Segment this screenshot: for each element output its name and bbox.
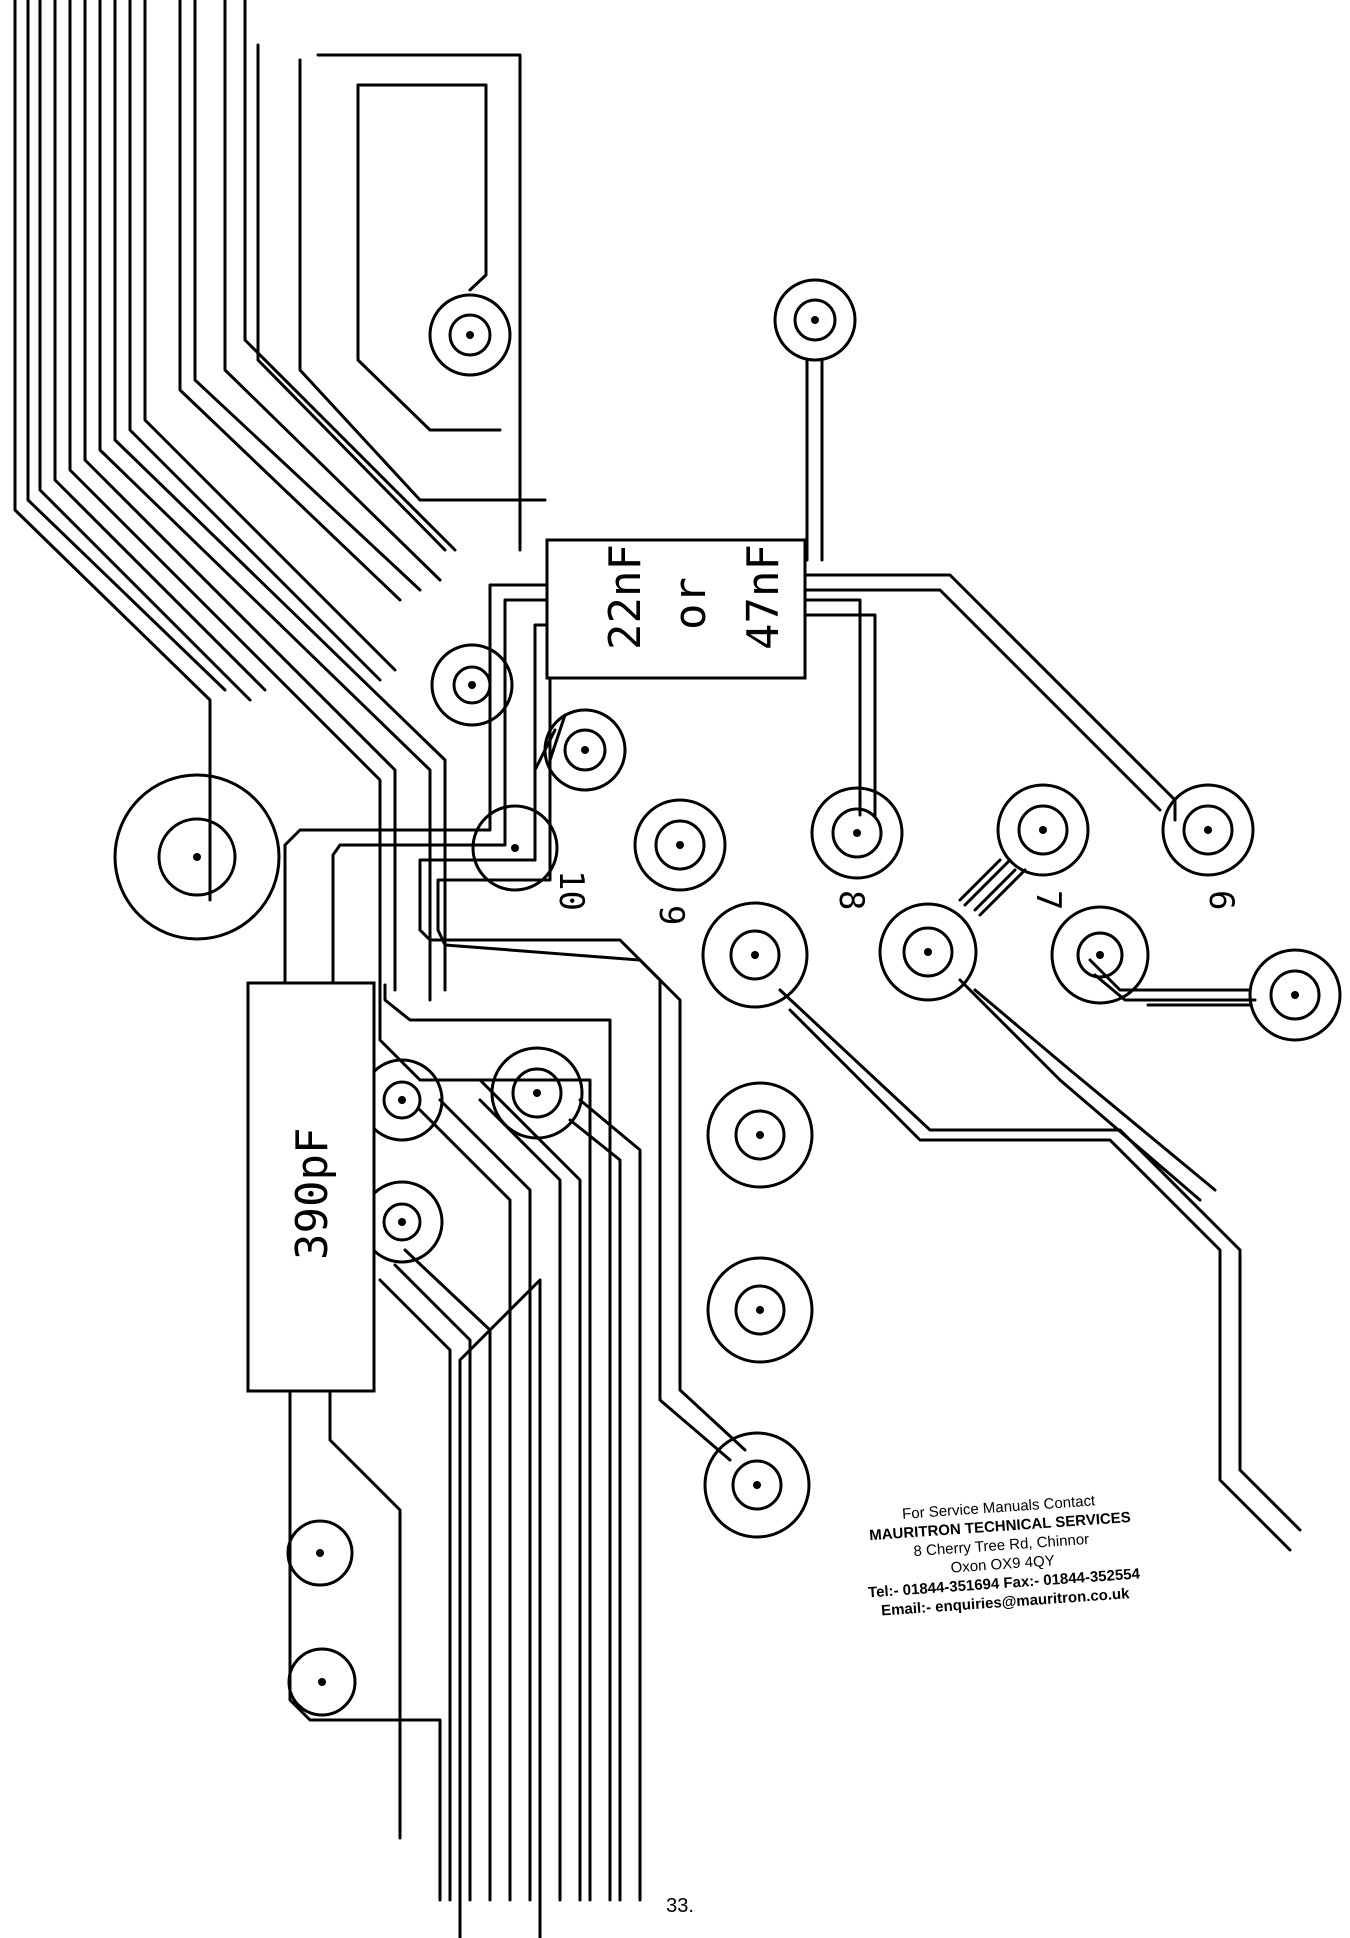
page-number: 33. <box>666 1895 694 1917</box>
pad-pin-10 <box>471 804 559 892</box>
track-cap-connections <box>283 583 567 987</box>
track-right-diagonal <box>778 798 1302 1552</box>
track-lower-bundle <box>288 928 747 1938</box>
track-right-upper <box>798 358 1177 817</box>
cap-top-label-1: 22nF <box>600 544 651 650</box>
pad-pin-8 <box>810 786 904 880</box>
pad-top-right <box>773 278 857 362</box>
pad-bottom-left-a <box>286 1519 354 1587</box>
pad-near-10 <box>543 708 627 792</box>
pad-lower-f <box>703 1431 811 1539</box>
cap-top-label-2: or <box>665 577 716 630</box>
pin-label-6: 6 <box>1201 890 1241 910</box>
pad-lower-e <box>706 1256 814 1364</box>
pad-left-mid <box>430 643 514 727</box>
pad-pin-7-upper <box>996 783 1090 877</box>
pin-label-8: 8 <box>831 890 871 910</box>
capacitor-22nf-47nf: 22nF or 47nF <box>545 538 807 680</box>
pin-label-7: 7 <box>1028 890 1068 910</box>
pad-lower-b <box>490 1046 584 1140</box>
service-contact-stamp: For Service Manuals Contact MAURITRON TE… <box>848 1488 1155 1623</box>
track-loop-top <box>298 53 547 552</box>
pad-pin-6 <box>1161 783 1255 877</box>
pin-label-10: 10 <box>551 870 591 911</box>
cap-bottom-label: 390pF <box>287 1128 338 1260</box>
pad-lower-d <box>706 1081 814 1189</box>
track-bundle-left <box>13 0 457 1002</box>
link-pin-7-b <box>978 868 1027 917</box>
pad-right-mid <box>1050 905 1150 1005</box>
pad-bottom-left-b <box>287 1647 357 1717</box>
cap-top-label-3: 47nF <box>738 544 789 650</box>
pad-pin-7-lower <box>878 902 978 1002</box>
pad-large-left <box>113 773 281 941</box>
pad-far-right <box>1248 948 1342 1042</box>
link-pin-7 <box>963 858 1012 907</box>
pad-pin-9 <box>633 798 727 892</box>
pad-top-loop <box>428 293 512 377</box>
pin-label-9: 9 <box>651 905 691 925</box>
capacitor-390pf: 390pF <box>246 981 376 1393</box>
pad-mid-9 <box>701 901 809 1009</box>
